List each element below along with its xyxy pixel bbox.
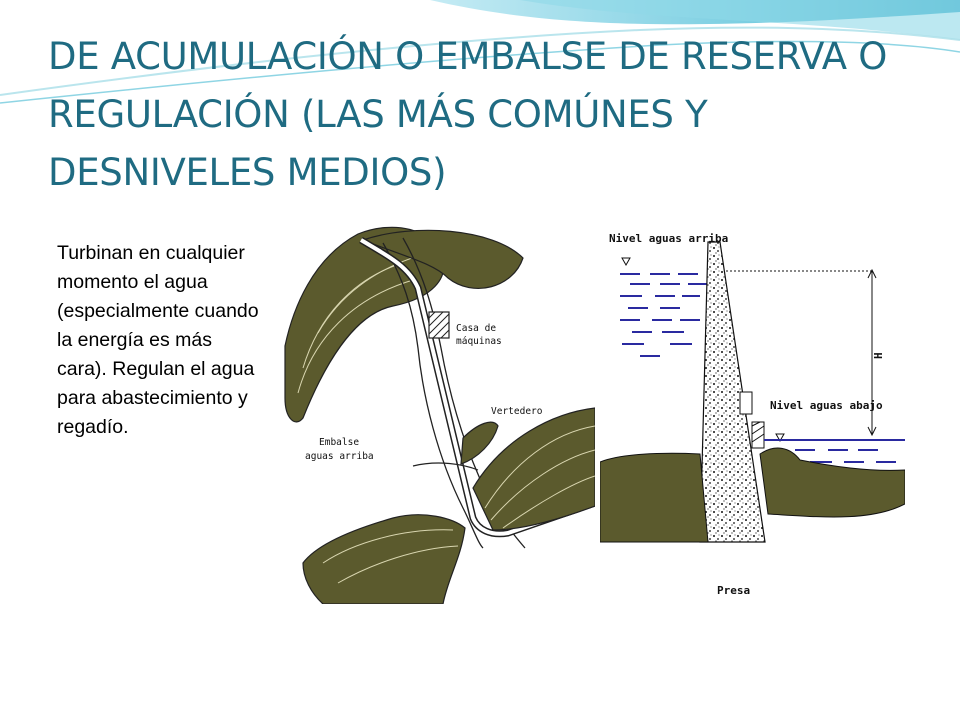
label-embalse-line2: aguas arriba [305,451,374,462]
terrain-upper-right [361,229,524,289]
channel-left-bank [382,242,484,549]
turbine-block-upper [739,391,753,415]
label-presa: Presa [717,584,750,597]
terrain-upper-left [284,226,445,423]
penstock-pipe [359,238,595,536]
upstream-water-lines [620,273,708,357]
slide-body-text: Turbinan en cualquier momento el agua (e… [57,242,259,438]
label-casa-line2: máquinas [456,336,502,347]
label-h: H [872,352,885,359]
terrain-vertedero [460,421,499,465]
terrain-downstream [759,447,905,518]
label-embalse-line1: Embalse [319,437,359,448]
terrain-bottom-left [302,514,466,604]
label-vertedero: Vertedero [491,406,543,417]
reservoir-plan-diagram: Casa de máquinas Vertedero Embalse aguas… [263,218,595,604]
dam-body [699,241,766,543]
slide-title: DE ACUMULACIÓN O EMBALSE DE RESERVA O RE… [48,35,888,194]
label-casa-line1: Casa de [456,323,496,334]
terrain-upstream [600,452,709,543]
dam-cross-section-diagram: Nivel aguas arriba H Nivel aguas abajo [600,222,905,608]
header-swoosh-decoration [0,0,960,104]
label-nivel-arriba: Nivel aguas arriba [609,232,728,245]
terrain-right [472,407,595,531]
label-nivel-abajo: Nivel aguas abajo [770,399,883,412]
